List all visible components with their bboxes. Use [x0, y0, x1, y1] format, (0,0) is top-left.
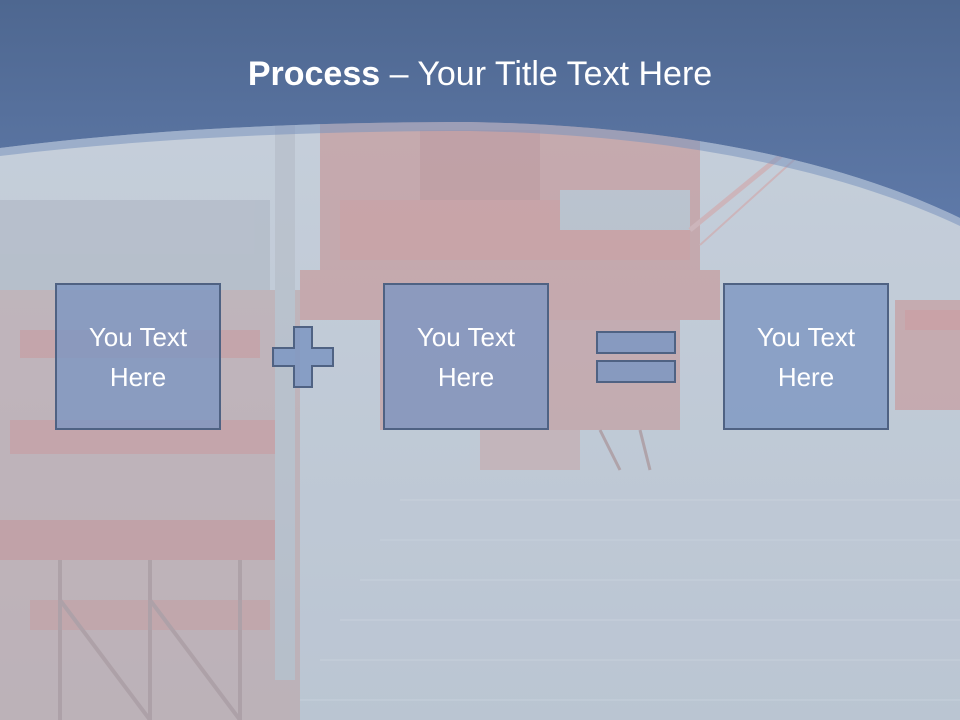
process-box-2[interactable]: You Text Here	[383, 283, 549, 430]
process-box-1[interactable]: You Text Here	[55, 283, 221, 430]
equals-icon	[596, 331, 676, 383]
slide-title: Process – Your Title Text Here	[0, 52, 960, 96]
slide-title-bold: Process	[247, 55, 381, 93]
process-box-3-text: You Text Here	[756, 321, 856, 392]
process-box-2-text: You Text Here	[416, 321, 516, 392]
plus-icon	[272, 326, 334, 388]
process-box-1-text: You Text Here	[88, 321, 188, 392]
slide-title-rest: – Your Title Text Here	[380, 55, 713, 93]
process-box-3[interactable]: You Text Here	[723, 283, 889, 430]
